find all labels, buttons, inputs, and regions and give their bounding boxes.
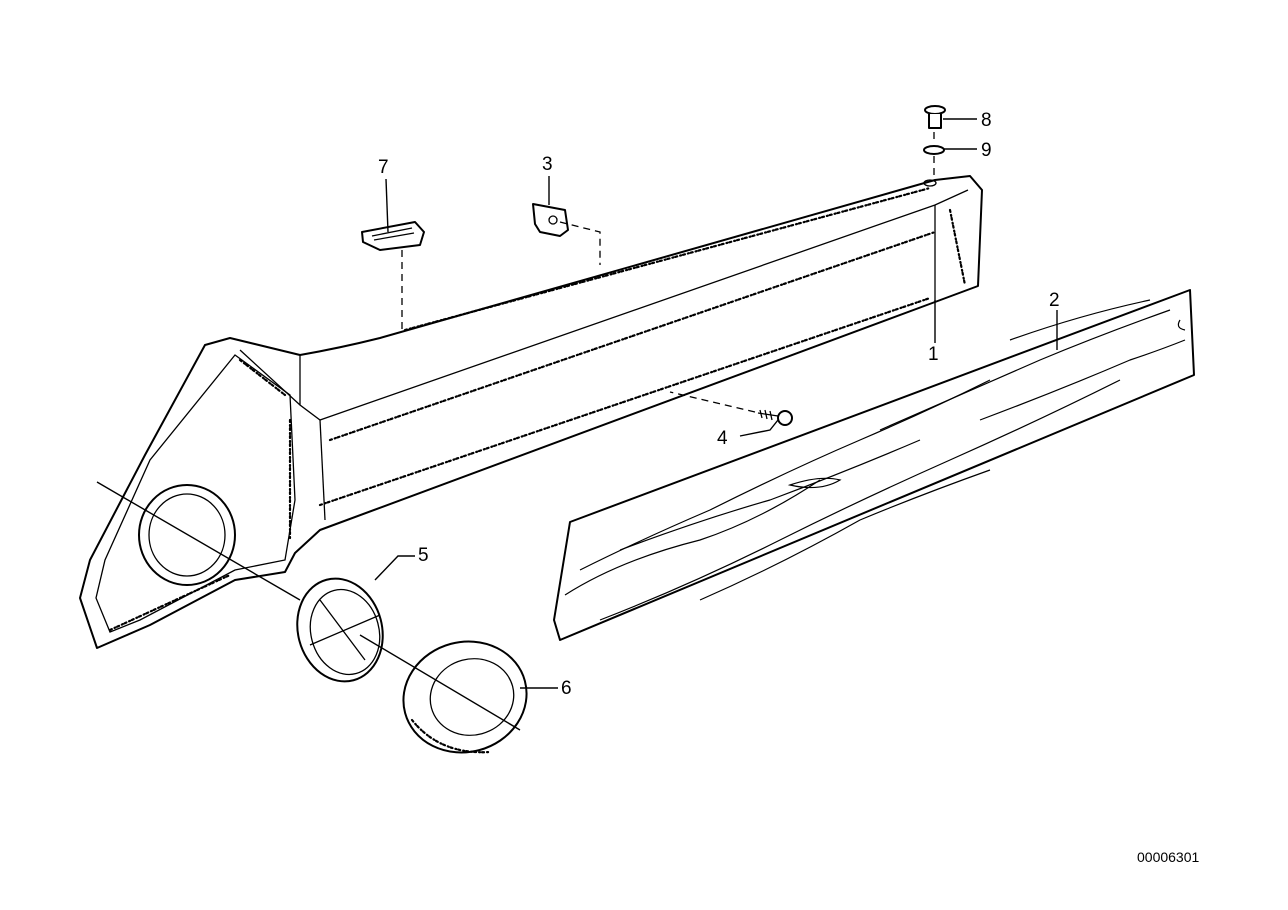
part-2-wood-trim (553, 289, 1195, 641)
part-8-bolt (924, 105, 946, 129)
part-1-trim-panel (79, 175, 983, 649)
callout-6: 6 (561, 678, 572, 699)
callout-3: 3 (542, 154, 553, 175)
callout-9: 9 (981, 140, 992, 161)
part-9-washer (923, 132, 945, 176)
leader-lines (374, 118, 1058, 689)
part-7-cover-cap (361, 221, 425, 330)
callout-5: 5 (418, 545, 429, 566)
callout-7: 7 (378, 157, 389, 178)
part-4-screw (669, 391, 793, 426)
drawing-number: 00006301 (1137, 849, 1200, 865)
callout-4: 4 (717, 428, 728, 449)
callout-8: 8 (981, 110, 992, 131)
part-5-speaker-grille (296, 577, 384, 683)
callout-2: 2 (1049, 290, 1060, 311)
speaker-axis-line (96, 481, 521, 731)
part-3-clip (532, 203, 601, 265)
callout-1: 1 (928, 344, 939, 365)
